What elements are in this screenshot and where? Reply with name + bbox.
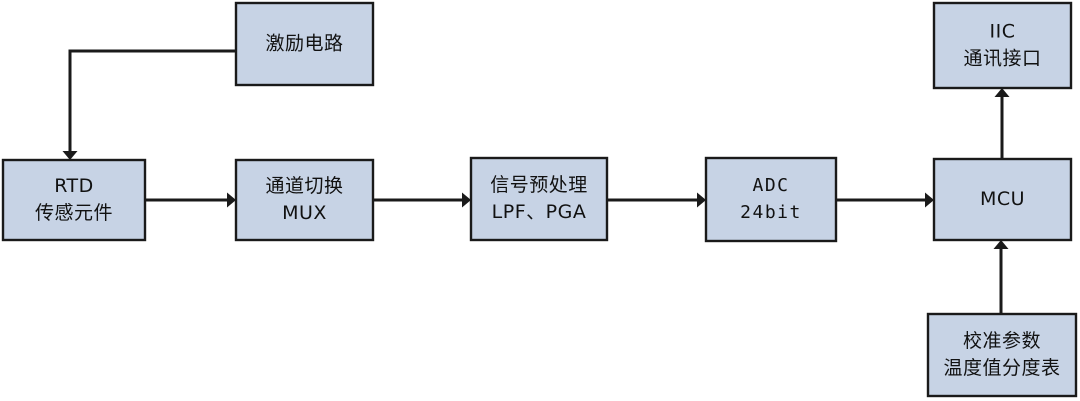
mcu-block-label-1: MCU bbox=[980, 188, 1025, 210]
connector-adc-to-mcu-arrowhead bbox=[925, 192, 934, 208]
mcu-block[interactable]: MCU bbox=[932, 157, 1073, 242]
signal-preprocessing-block-label-1: 信号预处理 bbox=[490, 174, 588, 196]
connector-preprocessing-to-adc bbox=[607, 192, 706, 208]
signal-preprocessing-block-label-2: LPF、PGA bbox=[492, 201, 587, 223]
connector-excitation-to-rtd-line bbox=[68, 49, 236, 152]
adc-block-label-1: ADC bbox=[752, 175, 789, 196]
connector-adc-to-mcu bbox=[836, 192, 934, 208]
iic-interface-block[interactable]: IIC 通讯接口 bbox=[932, 1, 1073, 90]
connector-mux-to-preprocessing-arrowhead bbox=[462, 192, 471, 208]
connector-mcu-to-iic-arrowhead bbox=[994, 88, 1010, 97]
connector-calibration-to-mcu bbox=[993, 240, 1009, 314]
channel-mux-block-rect[interactable] bbox=[234, 158, 375, 242]
excitation-circuit-block-rect[interactable] bbox=[234, 1, 375, 87]
connector-mux-to-preprocessing bbox=[373, 192, 471, 208]
connector-preprocessing-to-adc-arrowhead bbox=[697, 192, 706, 208]
connectors-layer bbox=[62, 49, 1010, 314]
calibration-parameters-block-label-1: 校准参数 bbox=[963, 330, 1041, 352]
mcu-block-rect[interactable] bbox=[932, 157, 1073, 242]
connector-rtd-to-mux-arrowhead bbox=[227, 192, 236, 208]
calibration-parameters-block-rect[interactable] bbox=[926, 312, 1078, 398]
channel-mux-block-label-1: 通道切换 bbox=[265, 175, 343, 197]
iic-interface-block-rect[interactable] bbox=[932, 1, 1073, 90]
adc-block-rect[interactable] bbox=[704, 156, 838, 243]
rtd-sensor-block[interactable]: RTD 传感元件 bbox=[1, 158, 147, 242]
excitation-circuit-block[interactable]: 激励电路 bbox=[234, 1, 375, 87]
rtd-sensor-block-rect[interactable] bbox=[1, 158, 147, 242]
adc-block[interactable]: ADC 24bit bbox=[704, 156, 838, 243]
signal-preprocessing-block[interactable]: 信号预处理 LPF、PGA bbox=[469, 156, 609, 242]
signal-preprocessing-block-rect[interactable] bbox=[469, 156, 609, 242]
excitation-circuit-block-label-1: 激励电路 bbox=[265, 33, 343, 55]
channel-mux-block[interactable]: 通道切换 MUX bbox=[234, 158, 375, 242]
adc-block-label-2: 24bit bbox=[740, 202, 802, 223]
rtd-sensor-block-label-2: 传感元件 bbox=[35, 202, 113, 224]
channel-mux-block-label-2: MUX bbox=[282, 202, 327, 224]
connector-excitation-to-rtd-arrowhead bbox=[62, 151, 78, 160]
connector-excitation-to-rtd bbox=[62, 49, 236, 160]
calibration-parameters-block-label-2: 温度值分度表 bbox=[943, 357, 1060, 379]
rtd-sensor-block-label-1: RTD bbox=[54, 175, 94, 197]
connector-calibration-to-mcu-arrowhead bbox=[993, 240, 1009, 249]
iic-interface-block-label-1: IIC bbox=[990, 21, 1016, 43]
iic-interface-block-label-2: 通讯接口 bbox=[963, 48, 1041, 70]
connector-rtd-to-mux bbox=[145, 192, 236, 208]
connector-mcu-to-iic bbox=[994, 88, 1010, 159]
